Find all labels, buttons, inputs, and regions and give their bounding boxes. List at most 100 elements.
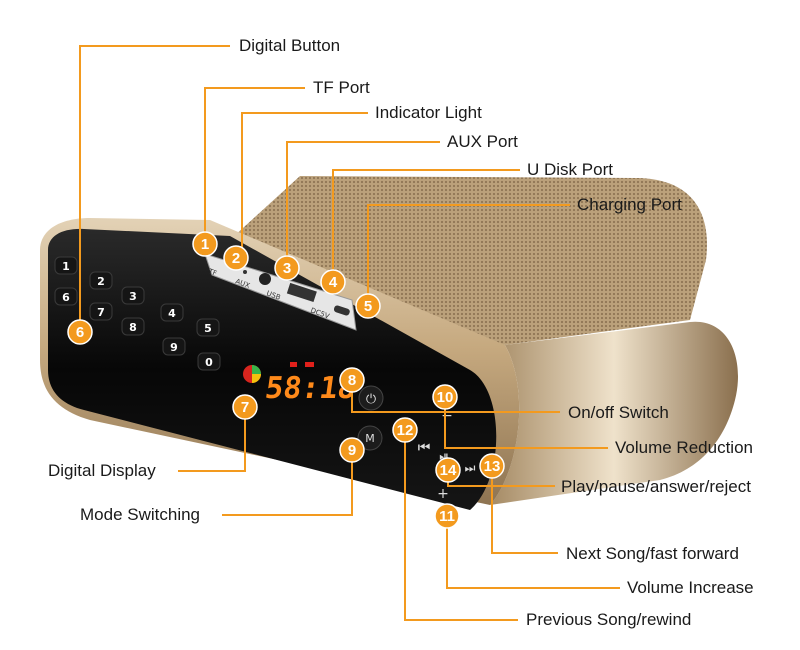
keypad-key[interactable]: 0	[197, 352, 221, 371]
marker-10: 10	[432, 384, 458, 410]
marker-12: 12	[392, 417, 418, 443]
marker-8: 8	[339, 367, 365, 393]
display-status-segment	[252, 365, 261, 374]
volume-minus-icon[interactable]: −	[441, 408, 453, 424]
mode-icon: M	[365, 432, 375, 445]
label-charging-port: Charging Port	[577, 195, 682, 214]
leader-indicator-light	[241, 112, 368, 256]
marker-number: 11	[439, 508, 455, 525]
marker-7: 7	[232, 394, 258, 420]
marker-number: 4	[329, 274, 338, 291]
leader-digital-button	[79, 45, 230, 330]
marker-number: 7	[241, 399, 249, 416]
marker-number: 10	[437, 389, 454, 406]
marker-number: 2	[232, 250, 240, 267]
keypad-key-label: 4	[168, 307, 176, 320]
label-aux-port: AUX Port	[447, 132, 518, 151]
marker-9: 9	[339, 437, 365, 463]
control-buttons: ⏻ M ⏮ − ⏯ ⏭ +	[357, 385, 476, 502]
aux-jack	[259, 273, 271, 285]
tf-port-text: TF	[206, 267, 217, 278]
keypad-key-label: 1	[62, 260, 70, 273]
keypad-key-label: 9	[170, 341, 178, 354]
keypad-key[interactable]: 1	[54, 256, 78, 275]
leader-charging-port	[367, 204, 570, 300]
front-panel	[48, 228, 497, 510]
label-volume-increase: Volume Increase	[627, 578, 754, 597]
label-u-disk-port: U Disk Port	[527, 160, 613, 179]
label-indicator-light: Indicator Light	[375, 103, 482, 122]
previous-icon[interactable]: ⏮	[418, 440, 431, 456]
label-digital-button: Digital Button	[239, 36, 341, 55]
label-tf-port: TF Port	[313, 78, 370, 97]
marker-2: 2	[223, 245, 249, 271]
leader-lines	[79, 45, 620, 621]
marker-6: 6	[67, 319, 93, 345]
mode-button[interactable]: M	[357, 425, 383, 451]
keypad-key-label: 2	[97, 275, 105, 288]
dc-slot	[333, 305, 350, 316]
keypad-key-label: 7	[97, 306, 105, 319]
marker-number: 1	[201, 236, 209, 253]
leader-u-disk-port	[332, 169, 520, 280]
keypad-key[interactable]: 7	[89, 302, 113, 321]
keypad-key[interactable]: 2	[89, 271, 113, 290]
next-icon[interactable]: ⏭	[465, 461, 476, 475]
leader-aux-port	[286, 141, 440, 266]
display-status-segment-2	[252, 374, 261, 383]
keypad-key[interactable]: 8	[121, 317, 145, 336]
leader-tf-port	[204, 87, 305, 240]
label-previous-song: Previous Song/rewind	[526, 610, 692, 629]
marker-number: 3	[283, 260, 291, 277]
marker-number: 9	[348, 442, 356, 459]
leader-previous-song	[404, 430, 518, 621]
label-digital-display: Digital Display	[48, 461, 156, 480]
marker-number: 5	[364, 298, 372, 315]
keypad-key-label: 6	[62, 291, 70, 304]
speaker-grille	[210, 176, 707, 345]
marker-number: 13	[484, 458, 501, 475]
usb-slot	[286, 282, 317, 303]
keypad-key[interactable]: 4	[160, 303, 184, 322]
marker-4: 4	[320, 269, 346, 295]
power-icon: ⏻	[366, 392, 376, 407]
display-indicator-red-2	[305, 362, 314, 367]
indicator-dot	[243, 270, 247, 274]
leader-mode-switching	[222, 452, 353, 516]
marker-11: 11	[434, 503, 460, 529]
speaker-end-cap	[490, 321, 738, 505]
keypad-key-label: 5	[204, 322, 212, 335]
keypad-key[interactable]: 5	[196, 318, 220, 337]
leader-volume-increase	[446, 516, 620, 589]
power-button[interactable]: ⏻	[358, 385, 384, 411]
volume-plus-icon[interactable]: +	[437, 486, 449, 502]
marker-number: 6	[76, 324, 84, 341]
leader-next-song	[491, 466, 558, 554]
label-mode-switching: Mode Switching	[80, 505, 201, 524]
marker-1: 1	[192, 231, 218, 257]
speaker-body: TF AUX USB DC5V	[40, 176, 738, 510]
marker-number: 12	[397, 422, 414, 439]
keypad-key[interactable]: 6	[54, 287, 78, 306]
marker-number: 14	[440, 462, 457, 479]
display-indicator-red	[290, 362, 297, 367]
leader-volume-reduction	[444, 397, 608, 449]
keypad-key-label: 0	[205, 356, 213, 369]
keypad-key-label: 3	[129, 290, 137, 303]
marker-5: 5	[355, 293, 381, 319]
label-volume-reduction: Volume Reduction	[615, 438, 753, 457]
marker-3: 3	[274, 255, 300, 281]
play-pause-icon[interactable]: ⏯	[439, 449, 449, 463]
label-play-pause: Play/pause/answer/reject	[561, 477, 751, 496]
keypad-key-label: 8	[129, 321, 137, 334]
marker-13: 13	[479, 453, 505, 479]
leader-digital-display	[178, 408, 246, 472]
marker-number: 8	[348, 372, 356, 389]
keypad-key[interactable]: 9	[162, 337, 186, 356]
keypad-key[interactable]: 3	[121, 286, 145, 305]
label-next-song: Next Song/fast forward	[566, 544, 739, 563]
marker-14: 14	[435, 457, 461, 483]
